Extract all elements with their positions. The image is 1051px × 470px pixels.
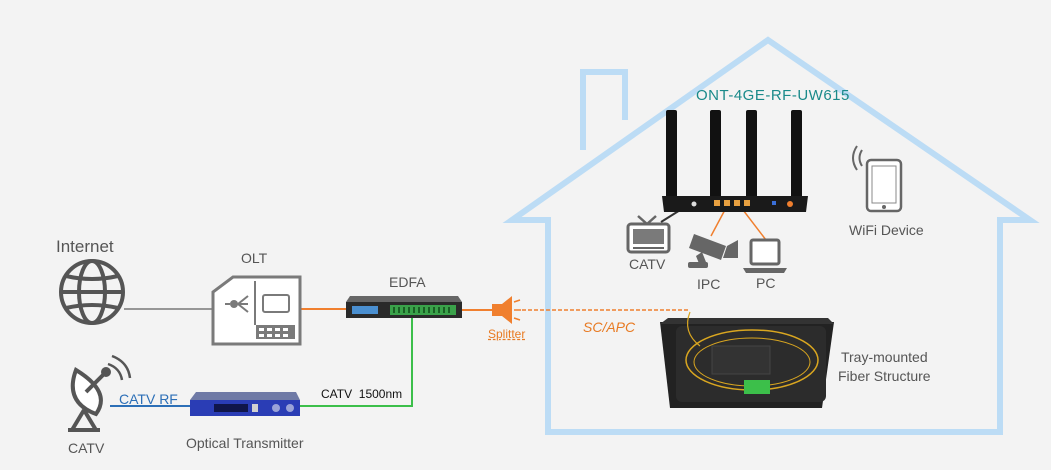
ipc-label: IPC bbox=[697, 276, 721, 292]
edfa-transmitter-green-fiber bbox=[300, 318, 413, 407]
pc-label: PC bbox=[756, 275, 776, 291]
globe-icon bbox=[59, 259, 125, 325]
wifi-device-label: WiFi Device bbox=[849, 222, 924, 238]
splitter-icon bbox=[492, 296, 521, 324]
optical-transmitter-label: Optical Transmitter bbox=[186, 435, 304, 451]
fiber-tray bbox=[660, 311, 834, 408]
satellite-dish-icon bbox=[68, 354, 132, 432]
catv-1500nm-label: CATV 1500nm bbox=[321, 387, 403, 401]
wifi-icon bbox=[852, 145, 863, 171]
house-chimney bbox=[580, 69, 628, 150]
tv-icon bbox=[626, 215, 671, 254]
ont-router bbox=[662, 110, 808, 212]
laptop-icon bbox=[743, 238, 787, 273]
ont-model-label: ONT-4GE-RF-UW615 bbox=[696, 87, 850, 104]
house-outline bbox=[502, 36, 1040, 435]
olt-device bbox=[211, 275, 302, 346]
security-camera-icon bbox=[688, 234, 738, 268]
tray-label: Tray-mounted Fiber Structure bbox=[838, 349, 931, 384]
edfa-device bbox=[346, 296, 462, 318]
optical-transmitter-device bbox=[190, 392, 300, 416]
internet-label: Internet bbox=[56, 237, 114, 256]
catv-source-label: CATV bbox=[68, 440, 105, 456]
sc-apc-label: SC/APC bbox=[583, 319, 636, 335]
catv-home-label: CATV bbox=[629, 256, 666, 272]
splitter-label: Splitter bbox=[488, 327, 526, 341]
catv-rf-label: CATV RF bbox=[119, 391, 178, 407]
tablet-icon bbox=[865, 158, 903, 213]
olt-label: OLT bbox=[241, 250, 268, 266]
edfa-label: EDFA bbox=[389, 274, 426, 290]
